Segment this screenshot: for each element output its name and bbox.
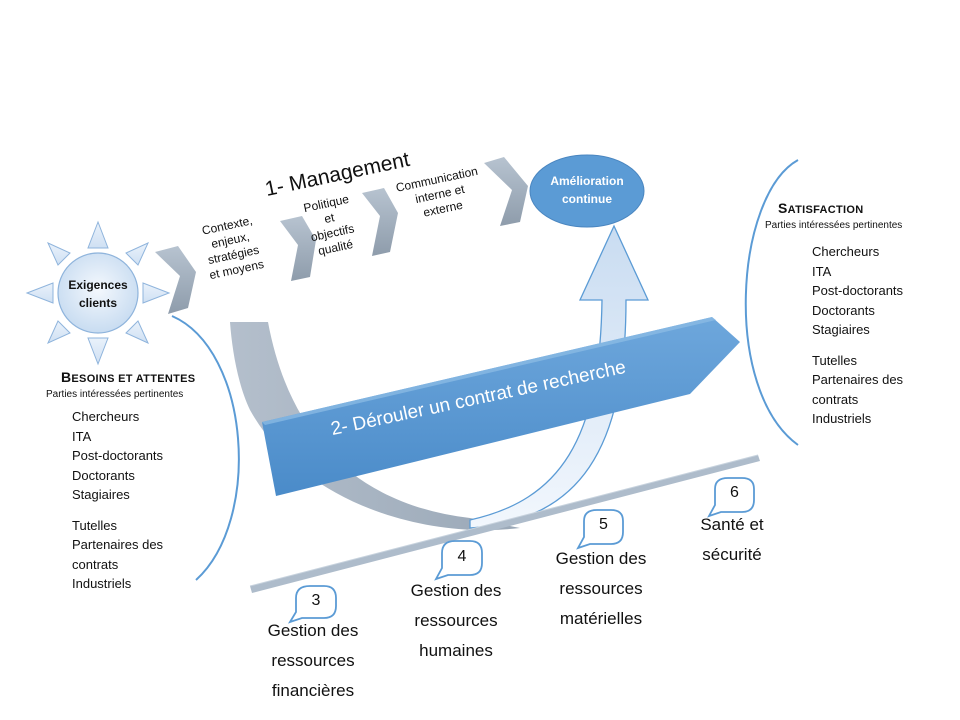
needs-item: Doctorants [72,467,135,483]
sun-ray [87,220,109,249]
improvement-up-arrow [469,224,650,529]
sun-ray [25,282,54,304]
contract-band-top [262,317,716,425]
chevron-3 [362,188,398,256]
needs-item: Stagiaires [72,487,130,502]
satisfaction-heading-text: SATISFACTION [778,200,864,216]
resource-line: Gestion des [555,549,647,568]
chevron-4 [484,157,528,226]
callout-5 [576,509,624,550]
management-chevrons [155,157,528,314]
resource-number: 6 [730,484,739,501]
resource-line: humaines [419,641,493,660]
contract-band [262,317,740,496]
resource-number: 3 [311,592,321,609]
needs-item: Chercheurs [72,409,140,424]
plank-edge [249,454,759,587]
resource-label-human: Gestion des ressources humaines [386,576,526,666]
resource-plank [250,455,760,593]
resource-label-safety: Santé et sécurité [662,510,802,570]
satisfaction-item: Post-doctorants [812,283,904,298]
resource-label-material: Gestion des ressources matérielles [531,544,671,634]
needs-arc [171,315,240,581]
callout-3 [287,585,337,624]
improvement-ellipse [529,154,645,228]
satisfaction-heading-initial: S [778,200,788,216]
sun-ray [142,282,171,304]
callout-4 [434,540,483,581]
needs-heading-rest: ESOINS ET ATTENTES [71,373,196,385]
resource-line: ressources [414,611,498,630]
needs-item: Tutelles [72,517,118,533]
needs-item: contrats [72,556,119,572]
needs-item: ITA [72,428,92,444]
sun-ray [87,337,109,366]
satisfaction-item: Stagiaires [812,322,870,337]
resource-number: 5 [599,516,608,533]
satisfaction-arc [744,159,799,446]
sun-ray [125,320,150,345]
chevron-1 [155,246,196,314]
satisfaction-item: Partenaires des [812,372,904,387]
satisfaction-item: Industriels [812,411,872,426]
satisfaction-list: Chercheurs ITA Post-doctorants Doctorant… [812,242,903,429]
sun-core [57,252,139,334]
chevron-2 [280,216,316,281]
improvement-label: Amélioration continue [540,172,634,208]
resource-line: ressources [559,579,643,598]
satisfaction-heading-rest: ATISFACTION [787,204,864,216]
needs-heading: BESOINS ET ATTENTES [61,369,195,387]
needs-item: Partenaires des [72,537,164,552]
satisfaction-item: contrats [812,391,859,407]
resource-line: sécurité [702,545,762,564]
satisfaction-subheading: Parties intéressées pertinentes [765,220,903,231]
improvement-line: Amélioration [550,174,624,188]
improvement-line: continue [562,192,612,206]
satisfaction-item: ITA [812,263,832,279]
requirements-label: Exigences clients [58,276,138,312]
callout-6 [707,477,755,518]
sun-ray [125,241,150,266]
needs-item: Industriels [72,576,132,591]
resource-line: Santé et [700,515,764,534]
satisfaction-item: Doctorants [812,302,875,318]
resource-line: ressources [271,651,355,670]
resource-number: 4 [457,548,467,565]
sun-ray [46,320,71,345]
needs-subheading: Parties intéressées pertinentes [46,389,184,400]
sun-shape [25,220,171,366]
resource-label-financial: Gestion des ressources financières [243,616,383,706]
resource-line: Gestion des [410,581,502,600]
needs-heading-initial: B [61,369,72,385]
needs-heading-text: BESOINS ET ATTENTES [61,369,196,385]
resource-line: Gestion des [267,621,359,640]
satisfaction-item: Chercheurs [812,244,880,259]
satisfaction-heading: SATISFACTION [778,200,863,218]
resource-line: financières [271,681,355,700]
requirements-label-line: clients [78,296,117,310]
needs-item: Post-doctorants [72,448,164,463]
needs-list: Chercheurs ITA Post-doctorants Doctorant… [72,407,163,594]
satisfaction-item: Tutelles [812,352,858,368]
requirements-label-line: Exigences [68,278,128,292]
resource-line: matérielles [559,609,643,628]
callout-shapes [287,477,755,624]
sun-ray [46,241,71,266]
